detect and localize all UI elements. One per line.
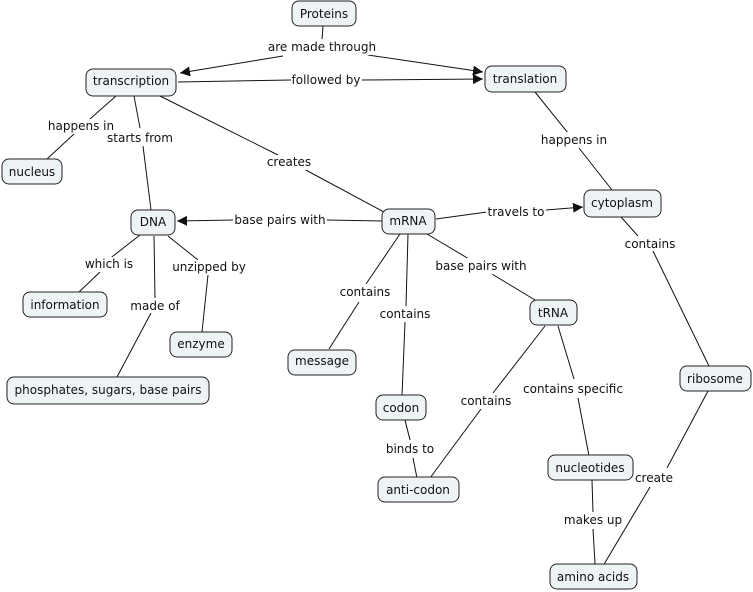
svg-text:information: information — [30, 298, 99, 312]
svg-text:DNA: DNA — [140, 215, 167, 229]
edge-mrna-base-pairs-with — [326, 219, 383, 222]
edge-are-made-through-to-translation — [367, 54, 484, 76]
link-label-contains-ribosome: contains — [625, 237, 676, 251]
svg-text:transcription: transcription — [93, 74, 169, 88]
link-label-starts-from: starts from — [107, 131, 173, 145]
svg-text:translation: translation — [493, 72, 558, 86]
node-proteins[interactable]: Proteins — [291, 0, 357, 27]
node-message[interactable]: message — [287, 349, 357, 376]
link-label-made-of: made of — [130, 299, 180, 313]
edge-makes-up-amino-acids — [592, 528, 596, 565]
edge-cytoplasm-contains — [620, 216, 639, 237]
node-transcription[interactable]: transcription — [85, 68, 177, 97]
node-dna[interactable]: DNA — [130, 209, 176, 236]
link-label-followed-by: followed by — [292, 73, 361, 87]
edge-dna-made-of — [153, 235, 156, 299]
node-translation[interactable]: translation — [484, 65, 567, 93]
node-codon[interactable]: codon — [375, 394, 427, 421]
link-label-contains-anticodon: contains — [461, 394, 512, 408]
link-labels: are made through followed by happens in … — [47, 39, 677, 528]
edge-transcription-happens-in — [89, 95, 117, 120]
edges — [46, 25, 710, 567]
svg-text:amino acids: amino acids — [557, 570, 629, 584]
edge-travels-to-cytoplasm — [545, 202, 584, 213]
link-label-binds-to: binds to — [386, 442, 434, 456]
edge-create-amino-acids — [602, 486, 651, 567]
edge-trna-contains-specific — [557, 325, 575, 380]
link-label-contains-codon: contains — [380, 307, 431, 321]
link-label-happens-in-nucleus: happens in — [48, 119, 114, 133]
edge-transcription-starts-from — [133, 95, 141, 129]
edge-happens-in-nucleus — [46, 133, 75, 160]
svg-text:message: message — [295, 354, 349, 368]
edge-contains-anticodon — [429, 408, 482, 479]
edge-base-pairs-with-dna — [176, 215, 235, 226]
edge-which-is-information — [78, 271, 101, 293]
edge-are-made-through-to-transcription — [179, 55, 284, 77]
node-ribosome[interactable]: ribosome — [679, 365, 752, 392]
edge-ribosome-create — [666, 390, 709, 469]
edge-contains-message — [328, 301, 360, 350]
svg-text:cytoplasm: cytoplasm — [591, 196, 653, 210]
edge-unzipped-by-enzyme — [201, 274, 209, 333]
edge-contains-ribosome — [652, 250, 710, 367]
svg-text:nucleus: nucleus — [9, 165, 55, 179]
edge-contains-specific-nucleotides — [577, 397, 590, 457]
edge-nucleotides-makes-up — [591, 479, 594, 513]
edge-mrna-contains-message — [365, 233, 401, 285]
edge-binds-to-anticodon — [412, 457, 418, 479]
edge-mrna-travels-to — [435, 211, 488, 220]
node-mrna[interactable]: mRNA — [381, 208, 436, 235]
edge-contains-codon — [401, 321, 406, 397]
node-information[interactable]: information — [22, 291, 108, 318]
svg-text:mRNA: mRNA — [389, 214, 427, 228]
edge-transcription-followed-by — [177, 79, 292, 83]
svg-text:Proteins: Proteins — [300, 7, 348, 21]
edge-dna-which-is — [107, 234, 141, 261]
link-label-base-pairs-with-dna: base pairs with — [234, 213, 325, 227]
link-label-contains-specific: contains specific — [523, 382, 623, 396]
link-label-base-pairs-with-trna: base pairs with — [435, 259, 526, 273]
node-phosphates-sugars-base-pairs[interactable]: phosphates, sugars, base pairs — [6, 376, 210, 405]
edge-codon-binds-to — [404, 419, 411, 441]
svg-text:nucleotides: nucleotides — [555, 461, 624, 475]
edge-creates-mrna — [301, 167, 385, 213]
link-label-creates: creates — [267, 155, 311, 169]
edge-transcription-creates — [159, 95, 279, 156]
link-label-makes-up: makes up — [564, 513, 622, 527]
node-trna[interactable]: tRNA — [529, 299, 578, 326]
edge-followed-by-to-translation — [361, 74, 484, 85]
edge-trna-contains — [492, 325, 546, 394]
edge-mrna-base-pairs-with-trna — [426, 233, 470, 260]
svg-text:phosphates, sugars, base pairs: phosphates, sugars, base pairs — [15, 383, 202, 397]
edge-proteins-label — [321, 25, 324, 41]
svg-text:ribosome: ribosome — [687, 372, 743, 386]
svg-text:codon: codon — [383, 401, 420, 415]
node-nucleotides[interactable]: nucleotides — [547, 454, 634, 481]
edge-translation-happens-in — [534, 91, 569, 134]
node-nucleus[interactable]: nucleus — [1, 158, 63, 185]
link-label-create: create — [635, 471, 673, 485]
edge-happens-in-cytoplasm — [578, 147, 613, 191]
link-label-unzipped-by: unzipped by — [172, 260, 246, 274]
edge-dna-unzipped-by — [167, 235, 199, 261]
edge-mrna-contains-codon — [405, 233, 409, 307]
link-label-happens-in-cytoplasm: happens in — [541, 133, 607, 147]
link-label-which-is: which is — [85, 257, 133, 271]
edge-starts-from-dna — [142, 145, 152, 211]
node-enzyme[interactable]: enzyme — [169, 331, 233, 358]
link-label-contains-message: contains — [340, 285, 391, 299]
edge-made-of-phosphates — [116, 312, 152, 378]
node-anti-codon[interactable]: anti-codon — [377, 476, 460, 503]
svg-text:enzyme: enzyme — [177, 337, 224, 351]
svg-text:anti-codon: anti-codon — [386, 483, 450, 497]
link-label-are-made-through: are made through — [268, 40, 376, 54]
edge-base-pairs-with-trna — [491, 273, 536, 301]
svg-text:tRNA: tRNA — [538, 306, 569, 320]
link-label-travels-to: travels to — [488, 205, 545, 219]
node-amino-acids[interactable]: amino acids — [549, 563, 638, 590]
node-cytoplasm[interactable]: cytoplasm — [583, 189, 662, 218]
